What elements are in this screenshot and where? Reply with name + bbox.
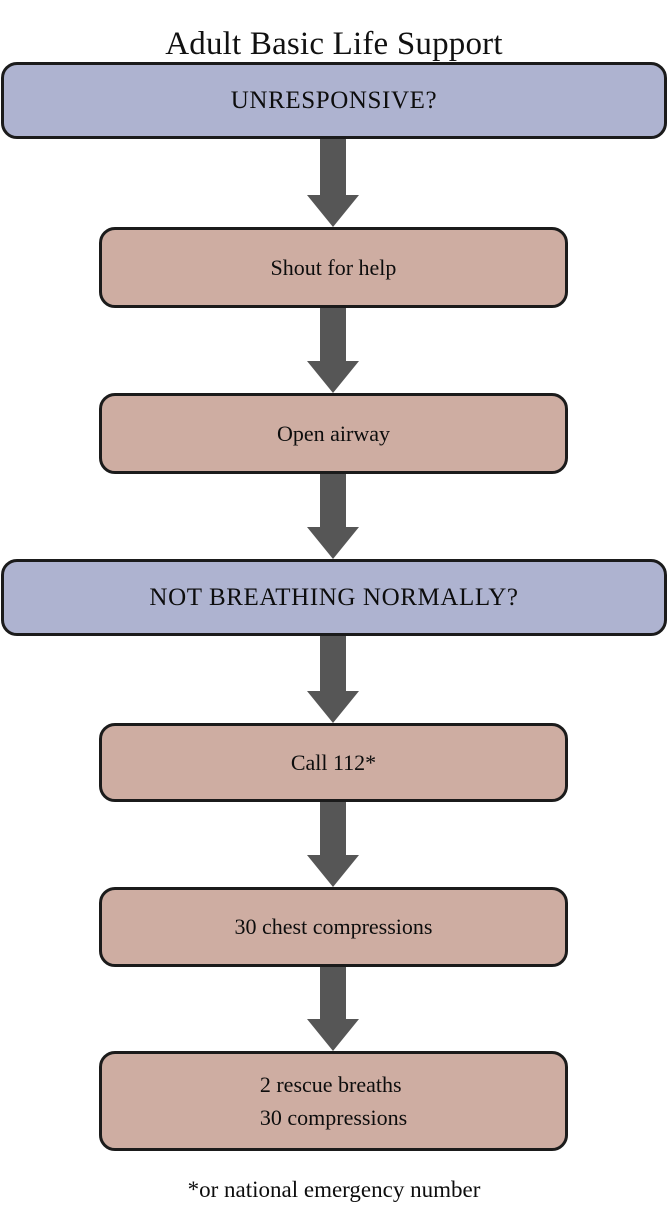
- node-shout-for-help[interactable]: Shout for help: [99, 227, 568, 308]
- arrowhead-down-icon: [307, 1019, 359, 1051]
- page-title: Adult Basic Life Support: [165, 26, 503, 63]
- connector-compressions-to-cycle: [307, 967, 359, 1051]
- connector-shout-to-airway: [307, 308, 359, 393]
- connector-unresponsive-to-shout: [307, 139, 359, 227]
- arrowhead-down-icon: [307, 195, 359, 227]
- node-not-breathing-normally-label: NOT BREATHING NORMALLY?: [149, 583, 519, 611]
- node-not-breathing-normally[interactable]: NOT BREATHING NORMALLY?: [1, 559, 667, 636]
- connector-not-breathing-to-call: [307, 636, 359, 723]
- connector-shaft: [320, 308, 346, 361]
- connector-shaft: [320, 636, 346, 691]
- node-chest-compressions[interactable]: 30 chest compressions: [99, 887, 568, 967]
- arrowhead-down-icon: [307, 691, 359, 723]
- node-rescue-breaths-cycle-label: 2 rescue breaths 30 compressions: [259, 1072, 408, 1130]
- arrowhead-down-icon: [307, 361, 359, 393]
- node-chest-compressions-label: 30 chest compressions: [234, 914, 433, 939]
- connector-shaft: [320, 802, 346, 855]
- node-unresponsive-label: UNRESPONSIVE?: [230, 86, 438, 114]
- node-unresponsive[interactable]: UNRESPONSIVE?: [1, 62, 667, 139]
- connector-shaft: [320, 139, 346, 195]
- node-shout-for-help-label: Shout for help: [270, 254, 397, 280]
- node-rescue-breaths-cycle[interactable]: 2 rescue breaths 30 compressions: [99, 1051, 568, 1151]
- arrowhead-down-icon: [307, 527, 359, 559]
- connector-call-to-compressions: [307, 802, 359, 887]
- footnote-emergency-number: *or national emergency number: [187, 1177, 481, 1202]
- connector-airway-to-not-breathing: [307, 474, 359, 559]
- node-call-emergency-label: Call 112*: [290, 749, 377, 775]
- arrowhead-down-icon: [307, 855, 359, 887]
- node-call-emergency[interactable]: Call 112*: [99, 723, 568, 802]
- node-open-airway[interactable]: Open airway: [99, 393, 568, 474]
- connector-shaft: [320, 474, 346, 527]
- node-open-airway-label: Open airway: [276, 420, 390, 446]
- connector-shaft: [320, 967, 346, 1019]
